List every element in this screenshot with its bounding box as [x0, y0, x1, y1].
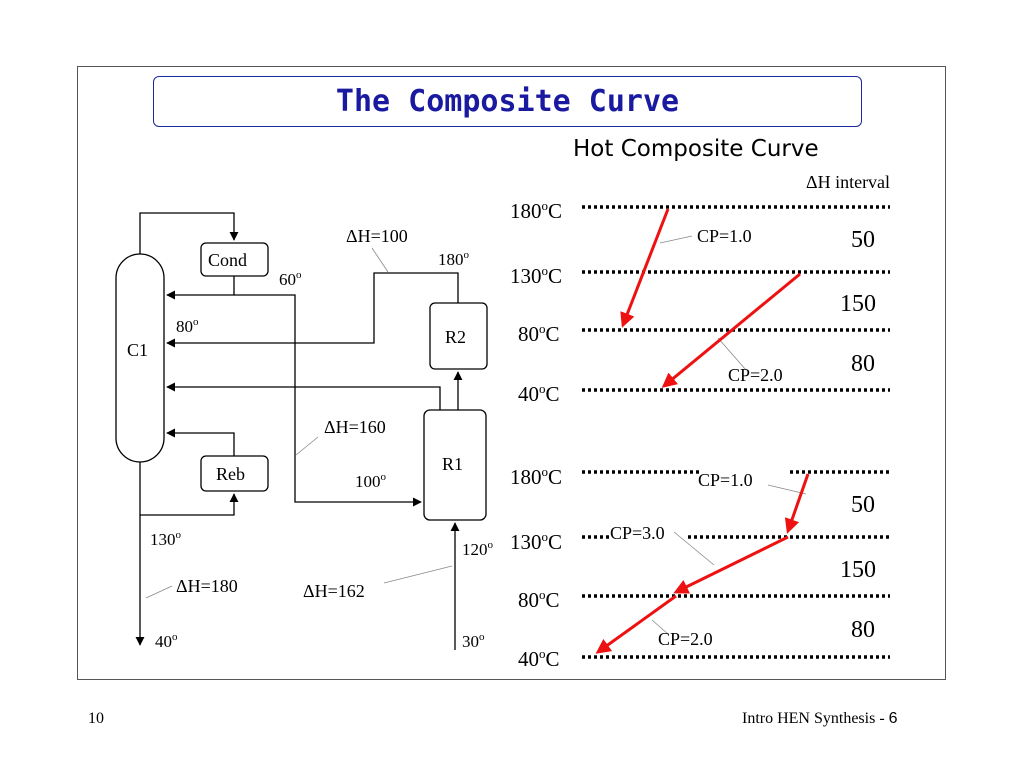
- footer-page-number: 10: [88, 710, 104, 727]
- reboiler-return-line: [166, 428, 235, 456]
- bottom-interval-80: 80: [851, 617, 875, 643]
- temp-40-label: 40o: [155, 631, 178, 651]
- bottom-temp-40: 40oC: [518, 646, 560, 671]
- temp-130-label: 130o: [150, 529, 182, 549]
- reboiler-label: Reb: [216, 464, 245, 484]
- bottom-temp-180: 180oC: [510, 464, 562, 489]
- temp-180-label: 180o: [438, 249, 470, 269]
- top-temp-40: 40oC: [518, 381, 560, 406]
- temp-120-label: 120o: [462, 539, 494, 559]
- bottom-temp-130: 130oC: [510, 529, 562, 554]
- condenser-label: Cond: [208, 250, 247, 270]
- r1-outlet-line: [166, 382, 441, 410]
- bottom-interval-50: 50: [851, 492, 875, 518]
- top-cp-1-label: CP=1.0: [697, 226, 752, 246]
- top-interval-50: 50: [851, 227, 875, 253]
- bottom-temp-80: 80oC: [518, 587, 560, 612]
- footer-course-text: Intro HEN Synthesis -: [742, 710, 889, 727]
- top-cp-2-label: CP=2.0: [728, 365, 783, 385]
- reactor-r1-label: R1: [442, 454, 463, 474]
- bottom-curve-segment-2: [673, 535, 789, 594]
- bottom-cp-2-label: CP=2.0: [658, 629, 713, 649]
- top-curve-segment-2: [661, 272, 801, 388]
- column-label: C1: [127, 340, 148, 360]
- reactor-r2-label: R2: [445, 327, 466, 347]
- dh-160-label: ΔH=160: [324, 417, 386, 437]
- slide-title: The Composite Curve: [335, 84, 680, 119]
- dh-interval-header: ΔH interval: [806, 172, 890, 192]
- overhead-vapor-line: [139, 212, 239, 254]
- top-temp-180: 180oC: [510, 198, 562, 223]
- bottom-cp-3-label: CP=3.0: [610, 523, 665, 543]
- footer-course: Intro HEN Synthesis - 6: [742, 710, 898, 728]
- title-box: The Composite Curve: [153, 76, 862, 127]
- temp-30-label: 30o: [462, 631, 485, 651]
- reactor-r1-box: [423, 409, 487, 521]
- dh-162-label: ΔH=162: [303, 581, 365, 601]
- footer-slide-number: 6: [888, 710, 898, 727]
- top-curve-segment-1: [620, 208, 670, 328]
- dh-100-label: ΔH=100: [346, 226, 408, 246]
- temp-100-label: 100o: [355, 471, 387, 491]
- bottom-interval-150: 150: [840, 557, 876, 583]
- top-interval-80: 80: [851, 351, 875, 377]
- reboiler-feed-line: [139, 462, 239, 516]
- top-interval-150: 150: [840, 291, 876, 317]
- bottom-curve-segment-1: [784, 473, 810, 534]
- slide-frame: [77, 66, 946, 680]
- distillate-to-r1-line: [234, 294, 422, 507]
- temp-60-label: 60o: [279, 269, 302, 289]
- temp-80-label: 80o: [176, 316, 199, 336]
- r2-outlet-line: [166, 272, 459, 348]
- hot-composite-curve-heading: Hot Composite Curve: [573, 136, 819, 162]
- top-temp-130: 130oC: [510, 263, 562, 288]
- reflux-line: [166, 276, 235, 300]
- dh-180-label: ΔH=180: [176, 576, 238, 596]
- top-temp-80: 80oC: [518, 321, 560, 346]
- bottom-curve-segment-3: [595, 594, 677, 654]
- bottom-cp-1-label: CP=1.0: [698, 470, 753, 490]
